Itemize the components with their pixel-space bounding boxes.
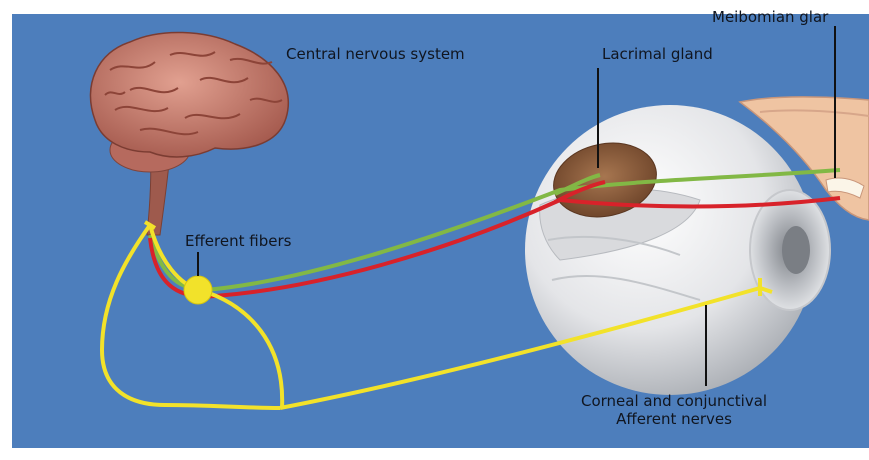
label-meibomian-gland: Meibomian glar (712, 8, 828, 26)
eyeball-illustration (525, 105, 830, 395)
label-central-nervous-system: Central nervous system (286, 45, 465, 63)
label-corneal-line2: Afferent nerves (581, 410, 767, 428)
afferent-main (150, 225, 282, 408)
efferent-ganglion (184, 276, 212, 304)
afferent-loop-left (102, 225, 280, 408)
brain-illustration (90, 32, 288, 235)
label-efferent-fibers: Efferent fibers (185, 232, 291, 250)
pupil (782, 226, 810, 274)
label-corneal-line1: Corneal and conjunctival (581, 392, 767, 410)
label-corneal-afferent-nerves: Corneal and conjunctival Afferent nerves (581, 392, 767, 428)
label-lacrimal-gland: Lacrimal gland (602, 45, 713, 63)
